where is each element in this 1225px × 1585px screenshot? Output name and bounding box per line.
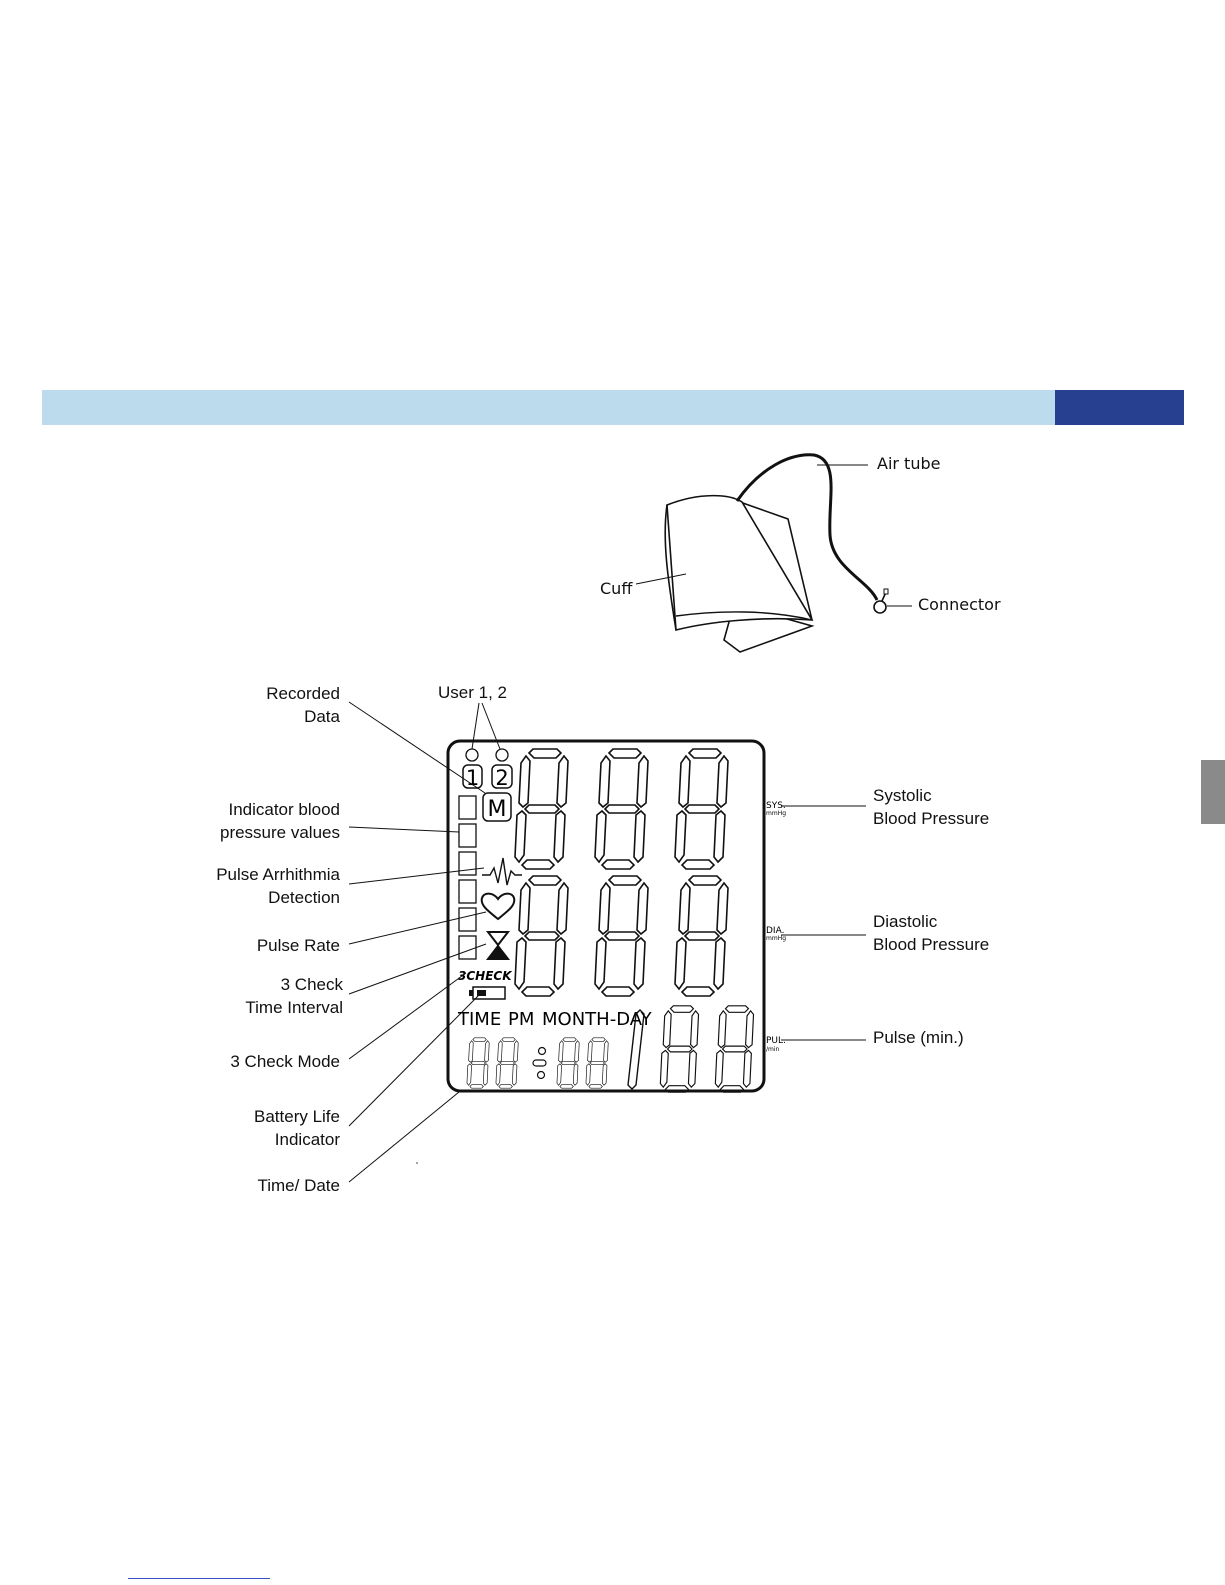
user1-number: 1	[466, 766, 479, 790]
check-interval-label: 3 Check Time Interval	[245, 975, 343, 1017]
indicator-bp-leader	[348, 826, 460, 833]
memory-letter: M	[488, 797, 507, 822]
recorded-data-label: Recorded Data	[266, 684, 340, 726]
check-interval-leader	[348, 943, 487, 995]
user2-number: 2	[495, 766, 508, 790]
diastolic-label: Diastolic Blood Pressure	[873, 912, 990, 954]
cuff-label: Cuff	[600, 579, 633, 598]
battery-icon	[469, 986, 506, 1000]
check-mode-leader	[348, 972, 467, 1060]
pul-unit-text: /min	[766, 1046, 780, 1053]
footer-rule	[128, 1578, 270, 1579]
pulse-rate-leader	[348, 911, 487, 945]
cuff-leader	[635, 573, 687, 585]
side-tab	[1201, 760, 1225, 824]
time-date-label: Time/ Date	[257, 1176, 340, 1195]
user1-leader	[471, 702, 480, 750]
sys-unit-text: mmHg	[766, 810, 786, 817]
bp-indicator-bars	[458, 795, 477, 960]
recorded-data-leader	[348, 701, 486, 794]
pm-text: PM	[508, 1009, 534, 1030]
hourglass-icon	[485, 931, 511, 960]
air-tube	[735, 453, 879, 601]
time-text: TIME	[457, 1009, 501, 1030]
pulse-min-label: Pulse (min.)	[873, 1028, 964, 1047]
user-label: User 1, 2	[438, 683, 507, 702]
connector-label: Connector	[918, 595, 1001, 614]
cuff-illustration	[664, 494, 815, 653]
sys-text: SYS.	[766, 801, 786, 811]
pul-text: PUL.	[766, 1036, 786, 1046]
systolic-label: Systolic Blood Pressure	[873, 786, 990, 828]
time-colon	[532, 1046, 547, 1080]
arrhythmia-icon	[482, 857, 522, 886]
header-band	[42, 390, 1055, 425]
dia-unit-text: mmHg	[766, 935, 786, 942]
memory-icon	[482, 792, 512, 822]
header-accent-block	[1055, 390, 1184, 425]
battery-leader	[348, 993, 481, 1127]
pulse-arrhythmia-label: Pulse Arrhithmia Detection	[216, 865, 340, 907]
display-leader-lines	[348, 701, 866, 1183]
air-tube-label: Air tube	[877, 454, 941, 473]
dia-text: DIA.	[766, 926, 784, 936]
arrhythmia-leader	[348, 867, 485, 885]
month-day-text: MONTH-DAY	[542, 1009, 653, 1030]
three-check-text: 3CHECK	[458, 969, 513, 983]
battery-label: Battery Life Indicator	[254, 1107, 340, 1149]
connector-icon	[873, 588, 889, 614]
user2-leader	[481, 702, 501, 750]
user2-icon	[491, 748, 513, 789]
stray-dot	[416, 1162, 418, 1164]
pulse-rate-label: Pulse Rate	[256, 936, 340, 955]
pulse-hundreds-segment	[627, 1009, 645, 1090]
heart-icon	[480, 892, 516, 921]
time-date-leader	[348, 1091, 460, 1183]
indicator-bp-label: Indicator blood pressure values	[219, 800, 340, 842]
check-mode-label: 3 Check Mode	[230, 1052, 340, 1071]
